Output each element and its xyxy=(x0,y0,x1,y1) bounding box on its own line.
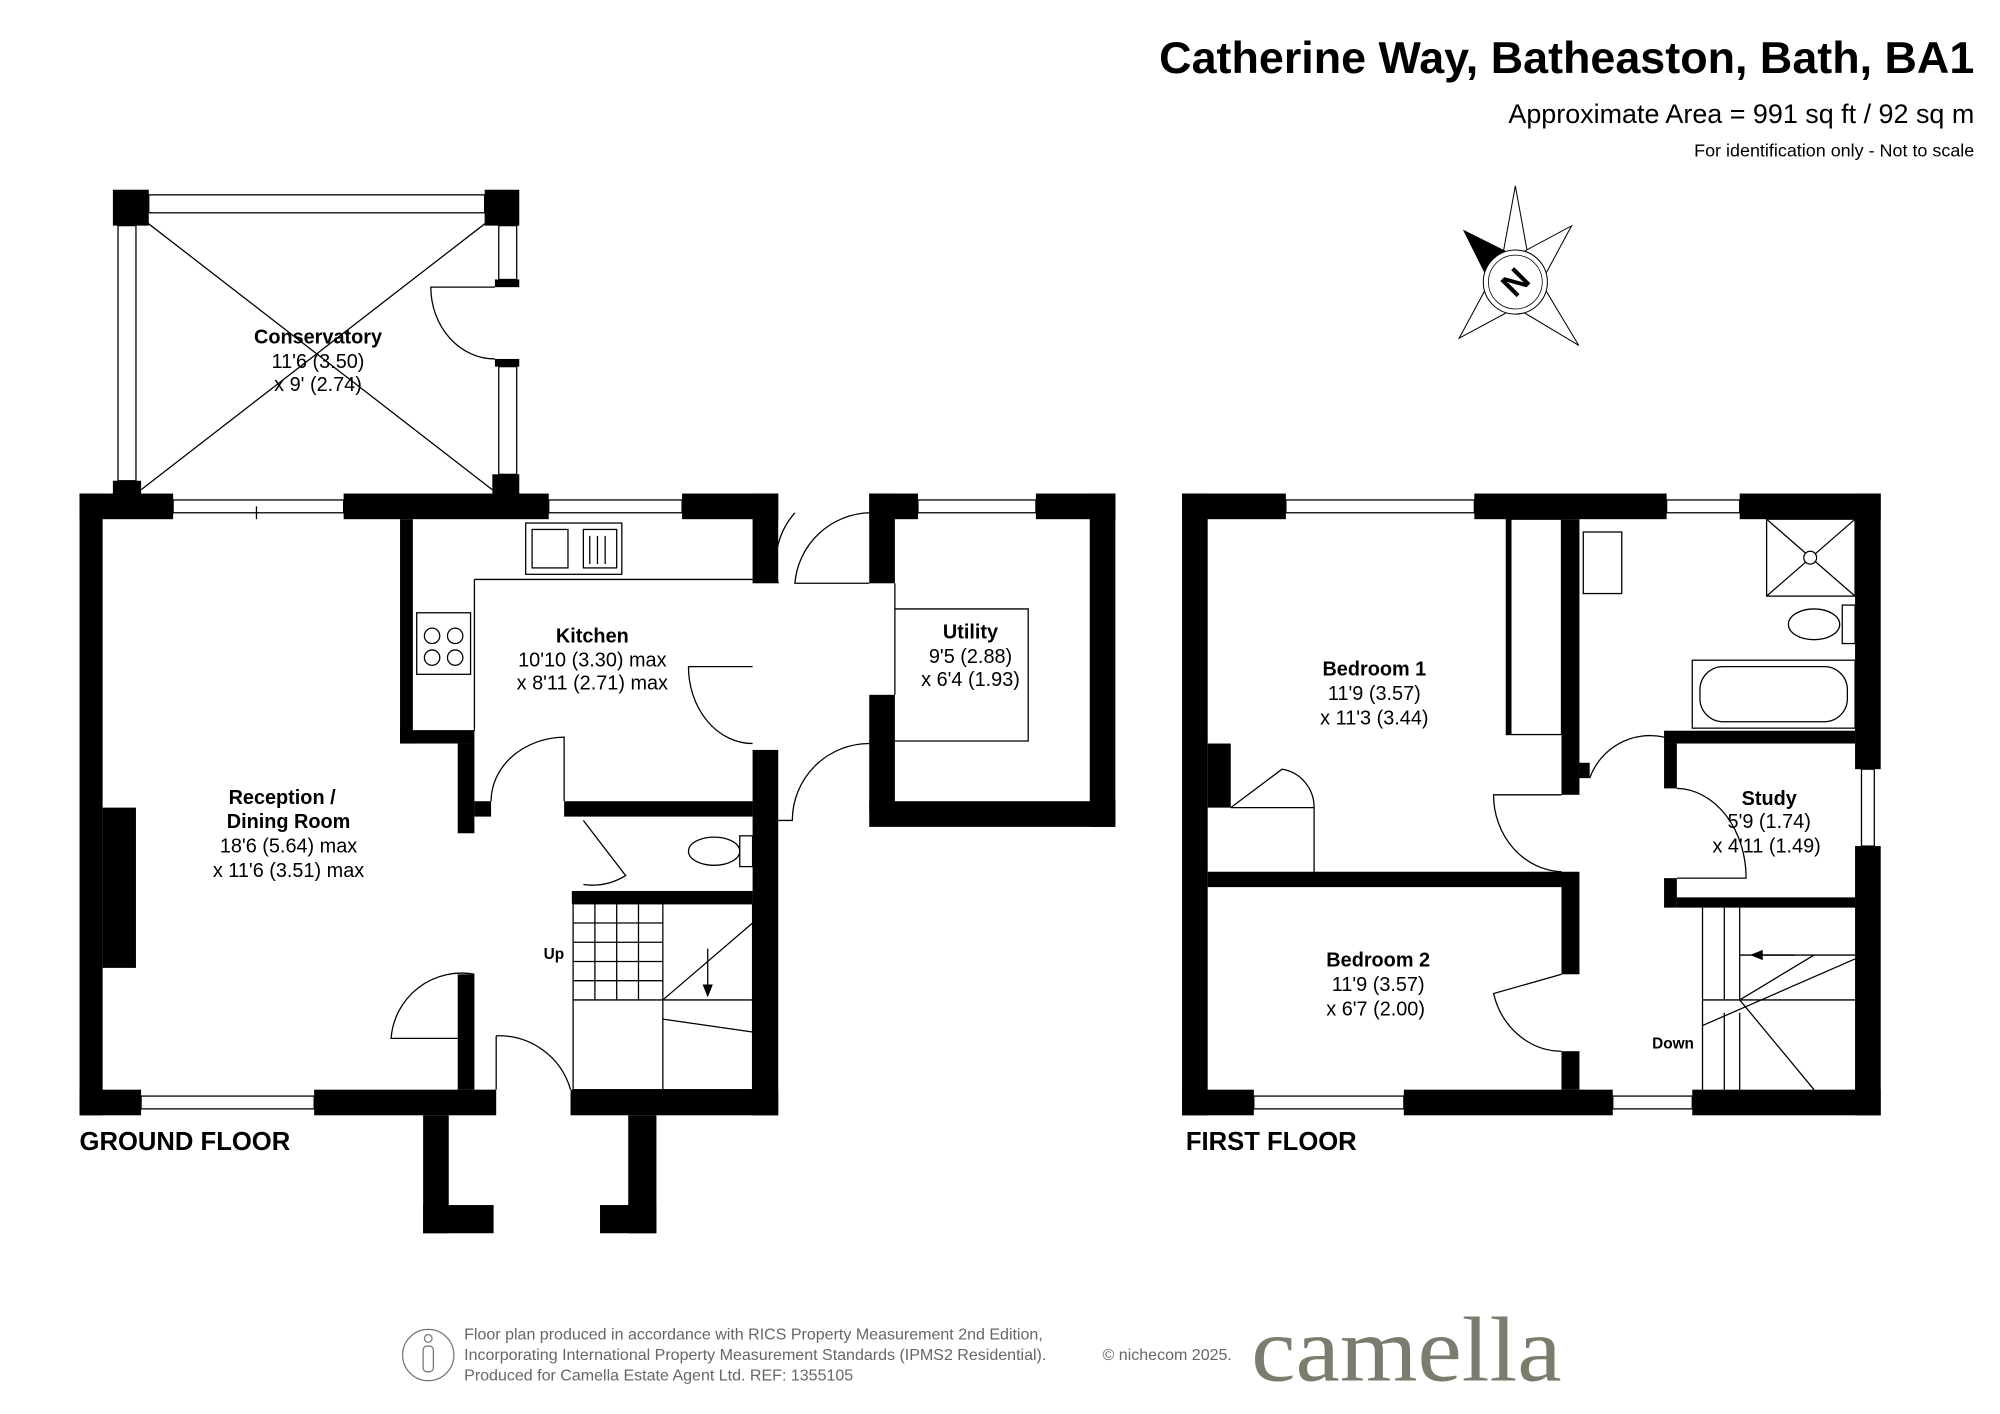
room-dimension: 9'5 (2.88) xyxy=(929,646,1012,668)
room-dimension: 10'10 (3.30) max xyxy=(518,650,666,672)
room-dimension: x 6'7 (2.00) xyxy=(1326,998,1425,1020)
room-conservatory: Conservatory 11'6 (3.50) x 9' (2.74) xyxy=(254,327,382,396)
room-name: Bedroom 2 xyxy=(1326,950,1430,972)
room-dimension: x 11'6 (3.51) max xyxy=(213,860,364,882)
compass-icon: N xyxy=(1457,185,1580,346)
room-kitchen: Kitchen 10'10 (3.30) max x 8'11 (2.71) m… xyxy=(517,625,668,694)
footer: Floor plan produced in accordance with R… xyxy=(401,1299,1561,1401)
conservatory-structure xyxy=(112,189,520,497)
room-study: Study 5'9 (1.74) x 4'11 (1.49) xyxy=(1712,788,1820,857)
room-name: Kitchen xyxy=(556,625,629,647)
room-bedroom-1: Bedroom 1 11'9 (3.57) x 11'3 (3.44) xyxy=(1320,659,1428,730)
kitchen-sink-icon xyxy=(525,522,623,575)
toilet-icon xyxy=(687,836,741,866)
footer-line: Produced for Camella Estate Agent Ltd. R… xyxy=(464,1367,853,1385)
room-utility: Utility 9'5 (2.88) x 6'4 (1.93) xyxy=(921,621,1020,690)
room-dimension: x 8'11 (2.71) max xyxy=(517,673,668,695)
staircase-first xyxy=(1701,907,1856,1091)
approximate-area: Approximate Area = 991 sq ft / 92 sq m xyxy=(1508,99,1974,129)
room-dimension: x 11'3 (3.44) xyxy=(1320,707,1428,729)
room-name: Utility xyxy=(943,621,998,643)
room-name: Reception / xyxy=(229,787,337,809)
disclaimer-note: For identification only - Not to scale xyxy=(1694,140,1974,160)
room-name: Bedroom 1 xyxy=(1322,659,1426,681)
footer-line: Floor plan produced in accordance with R… xyxy=(464,1326,1043,1344)
room-dimension: 11'9 (3.57) xyxy=(1328,683,1421,705)
stairs-down-label: Down xyxy=(1652,1036,1694,1053)
room-dimension: x 4'11 (1.49) xyxy=(1712,836,1820,858)
room-name: Conservatory xyxy=(254,327,382,349)
room-dimension: x 9' (2.74) xyxy=(274,374,362,396)
room-dimension: 5'9 (1.74) xyxy=(1728,811,1811,833)
person-measure-icon xyxy=(401,1328,455,1382)
camella-logo: camella xyxy=(1251,1299,1561,1401)
room-dimension: 18'6 (5.64) max xyxy=(220,836,357,858)
first-floor-plan xyxy=(1182,493,1881,1116)
room-bedroom-2: Bedroom 2 11'9 (3.57) x 6'7 (2.00) xyxy=(1326,950,1430,1021)
staircase-ground xyxy=(572,903,754,1091)
room-dimension: 11'6 (3.50) xyxy=(272,351,365,373)
room-dimension: 11'9 (3.57) xyxy=(1332,974,1425,996)
hob-icon xyxy=(416,612,472,675)
room-reception-dining: Reception / Dining Room 18'6 (5.64) max … xyxy=(213,787,364,882)
room-name: Dining Room xyxy=(227,811,351,833)
room-dimension: x 6'4 (1.93) xyxy=(921,669,1020,691)
property-title: Catherine Way, Batheaston, Bath, BA1 xyxy=(1159,32,1974,83)
ground-floor-label: GROUND FLOOR xyxy=(80,1128,291,1156)
toilet-icon xyxy=(1787,608,1841,641)
bathroom-fixtures xyxy=(1582,518,1856,729)
stairs-up-label: Up xyxy=(544,946,564,963)
copyright: © nichecom 2025. xyxy=(1103,1346,1232,1364)
footer-line: Incorporating International Property Mea… xyxy=(464,1346,1046,1364)
ground-floor-plan xyxy=(79,189,1116,1234)
first-floor-label: FIRST FLOOR xyxy=(1186,1128,1357,1156)
room-name: Study xyxy=(1742,788,1797,810)
